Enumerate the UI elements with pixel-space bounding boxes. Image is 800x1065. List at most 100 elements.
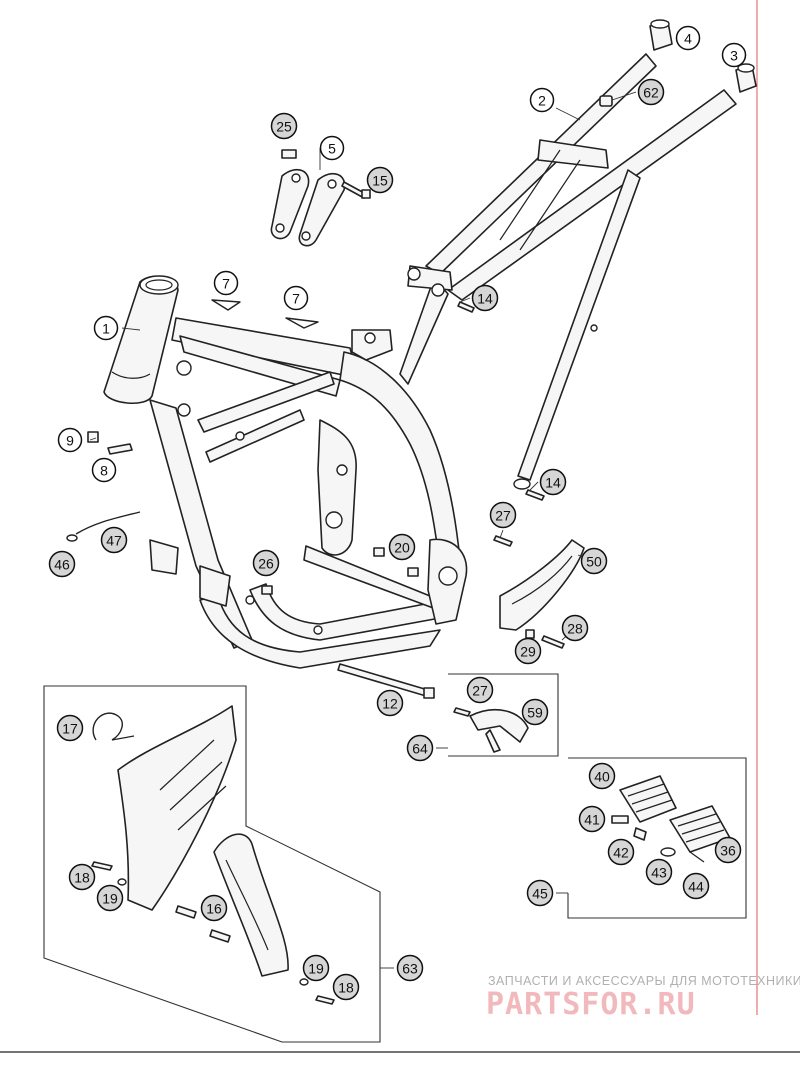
callout-46: 46 (48, 550, 76, 578)
callout-59: 59 (521, 698, 549, 726)
watermark-caption: ЗАПЧАСТИ И АКСЕССУАРЫ ДЛЯ МОТОТЕХНИКИ (488, 974, 800, 988)
callout-number: 15 (372, 173, 388, 189)
callout-circle (366, 166, 394, 194)
callout-circle (471, 284, 499, 312)
callout-circle (302, 954, 330, 982)
callout-circle (200, 894, 228, 922)
end-plugs (649, 19, 757, 93)
callout-labels: 1234577891214141516171818191920252627272… (48, 25, 747, 1001)
callout-circle (93, 315, 119, 341)
callout-circle (283, 285, 309, 311)
callout-number: 40 (594, 769, 610, 785)
callout-circle (319, 135, 345, 161)
bolts (457, 301, 545, 501)
callout-42: 42 (607, 838, 635, 866)
callout-number: 46 (54, 557, 70, 573)
callout-50: 50 (580, 547, 608, 575)
callout-number: 26 (258, 556, 274, 572)
callout-number: 3 (730, 48, 738, 64)
callout-47: 47 (100, 526, 128, 554)
callout-number: 64 (412, 741, 428, 757)
callout-19: 19 (96, 884, 124, 912)
callout-number: 18 (74, 870, 90, 886)
callout-14: 14 (539, 468, 567, 496)
callout-45: 45 (526, 879, 554, 907)
frame-guard-kit (43, 685, 394, 1043)
callout-circle (645, 858, 673, 886)
callout-number: 27 (472, 683, 488, 699)
callout-circle (521, 698, 549, 726)
callout-number: 45 (532, 886, 548, 902)
watermark: ЗАПЧАСТИ И АКСЕССУАРЫ ДЛЯ МОТОТЕХНИКИ PA… (486, 974, 800, 1022)
callout-19: 19 (302, 954, 330, 982)
callout-circle (396, 954, 424, 982)
callout-circle (561, 614, 589, 642)
callout-number: 18 (338, 980, 354, 996)
callout-9: 9 (57, 427, 83, 453)
callout-number: 25 (276, 119, 292, 135)
callout-29: 29 (514, 637, 542, 665)
callout-number: 27 (495, 508, 511, 524)
callout-number: 12 (382, 696, 398, 712)
callout-circle (213, 270, 239, 296)
callout-number: 8 (100, 463, 108, 479)
callout-number: 41 (584, 812, 600, 828)
callout-circle (57, 427, 83, 453)
callout-7: 7 (283, 285, 309, 311)
callout-number: 16 (206, 901, 222, 917)
main-frame (103, 275, 468, 669)
callout-number: 14 (477, 291, 493, 307)
long-bolt (337, 663, 435, 699)
callout-circle (332, 973, 360, 1001)
callout-number: 42 (613, 845, 629, 861)
callout-circle (466, 676, 494, 704)
callout-3: 3 (721, 42, 747, 68)
callout-circle (406, 734, 434, 762)
callout-circle (388, 533, 416, 561)
bushing (599, 95, 613, 107)
callout-number: 59 (527, 705, 543, 721)
callout-number: 4 (684, 31, 692, 47)
callout-circle (270, 112, 298, 140)
callout-62: 62 (637, 78, 665, 106)
callout-25: 25 (270, 112, 298, 140)
callout-circle (637, 78, 665, 106)
callout-number: 19 (308, 961, 324, 977)
callout-64: 64 (406, 734, 434, 762)
callout-circle (529, 87, 555, 113)
callout-circle (588, 762, 616, 790)
callout-number: 14 (545, 475, 561, 491)
callout-number: 50 (586, 554, 602, 570)
callout-circle (68, 863, 96, 891)
callout-26: 26 (252, 549, 280, 577)
callout-number: 47 (106, 533, 122, 549)
callout-4: 4 (675, 25, 701, 51)
callout-number: 44 (688, 879, 704, 895)
callout-number: 7 (292, 291, 300, 307)
callout-circle (714, 836, 742, 864)
rear-subframe (399, 53, 737, 490)
footrest-kit (556, 757, 747, 919)
callout-circle (578, 805, 606, 833)
breather-hose (66, 511, 141, 542)
callout-27: 27 (466, 676, 494, 704)
callout-63: 63 (396, 954, 424, 982)
callout-number: 5 (328, 141, 336, 157)
callout-circle (376, 689, 404, 717)
callout-circle (580, 547, 608, 575)
callout-number: 19 (102, 891, 118, 907)
callout-40: 40 (588, 762, 616, 790)
callout-number: 36 (720, 843, 736, 859)
chain-slider-kit (436, 673, 559, 757)
callout-number: 20 (394, 540, 410, 556)
callout-circle (48, 550, 76, 578)
callout-44: 44 (682, 872, 710, 900)
callout-8: 8 (91, 457, 117, 483)
callout-number: 43 (651, 865, 667, 881)
callout-number: 28 (567, 621, 583, 637)
screw-and-nut (87, 431, 133, 455)
callout-5: 5 (319, 135, 345, 161)
callout-circle (96, 884, 124, 912)
callout-number: 62 (643, 85, 659, 101)
